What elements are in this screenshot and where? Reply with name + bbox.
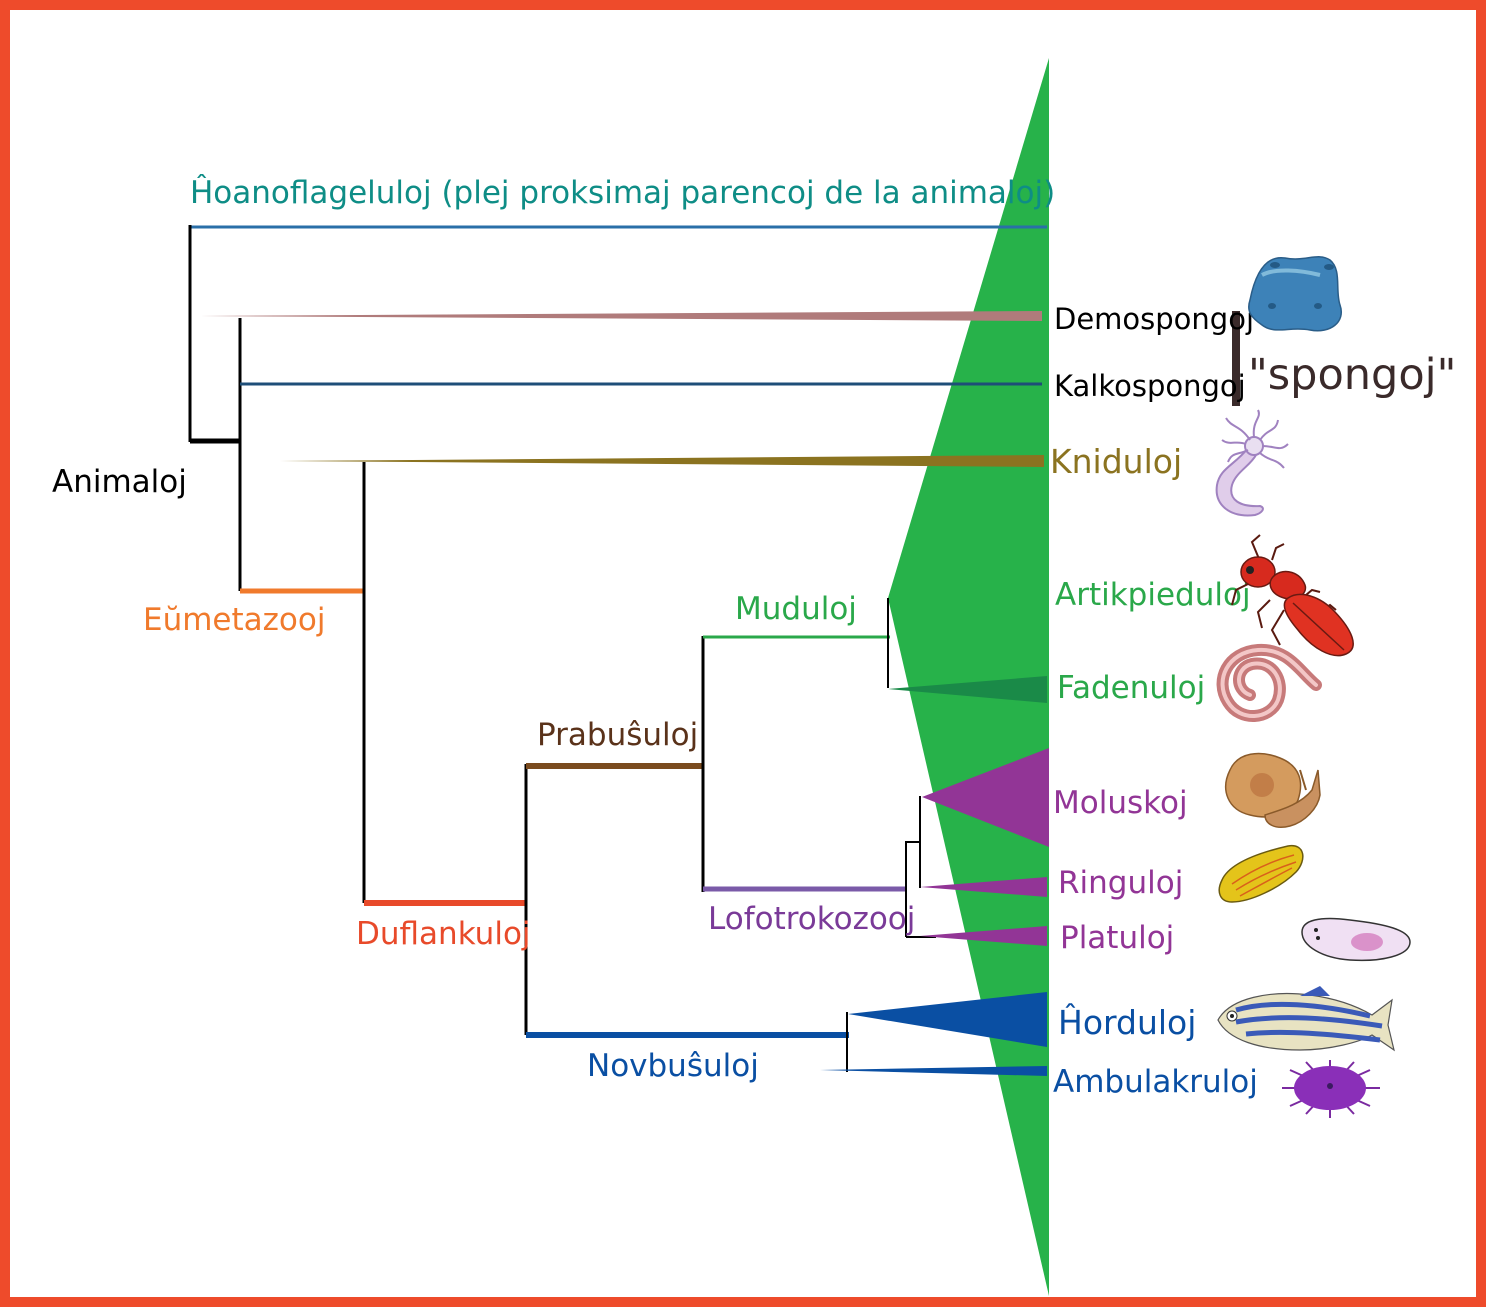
taxon-label: Moluskoj (1053, 785, 1188, 821)
sponges-bracket (1232, 311, 1240, 406)
beetle-icon (1231, 534, 1354, 657)
taxon-label: Ĥorduloj (1058, 1002, 1196, 1042)
demosponge-wedge (200, 311, 1042, 321)
choanoflagellates-label: Ĥoanoflageluloj (plej proksimaj parencoj… (190, 175, 1055, 211)
annelida-wedge (920, 877, 1047, 897)
taxon-label: Kalkospongoj (1054, 369, 1246, 403)
sponges-group-label: "spongoj" (1248, 350, 1456, 400)
nematode-wedge (888, 676, 1047, 703)
flatworm-icon (1301, 917, 1411, 962)
taxon-label: Fadenuloj (1057, 670, 1205, 706)
deuterostomes-label: Novbuŝuloj (587, 1048, 759, 1084)
taxon-label: Platuloj (1060, 920, 1174, 956)
snail-icon (1225, 752, 1321, 828)
hydra-icon (1215, 409, 1289, 517)
platyhelminthes-wedge (920, 926, 1047, 946)
evolution-wedge (888, 58, 1049, 1296)
animals-label: Animaloj (52, 464, 187, 500)
cnidaria-wedge (280, 455, 1044, 467)
ecdysozoa-label: Muduloj (735, 591, 857, 627)
taxon-label: Ringuloj (1058, 865, 1183, 901)
eumetazoa-label: Eŭmetazooj (143, 602, 325, 638)
taxon-label: Artikpieduloj (1055, 577, 1251, 613)
ambulacraria-wedge (820, 1066, 1047, 1076)
protostomes-label: Prabuŝuloj (537, 717, 698, 753)
sea-urchin-icon (1282, 1060, 1380, 1118)
bilateria-label: Duflankuloj (356, 916, 531, 952)
fish-icon (1217, 986, 1395, 1052)
taxon-label: Kniduloj (1050, 442, 1182, 481)
taxon-label: Ambulakruloj (1053, 1064, 1258, 1100)
roundworm-icon (1216, 643, 1322, 722)
taxon-label: Demospongoj (1054, 302, 1254, 336)
segmented-worm-icon (1218, 845, 1304, 903)
sponge-icon (1248, 256, 1342, 332)
lophotrochozoa-label: Lofotrokozooj (708, 901, 915, 937)
chordata-wedge (848, 992, 1047, 1047)
mollusca-wedge (922, 748, 1049, 847)
